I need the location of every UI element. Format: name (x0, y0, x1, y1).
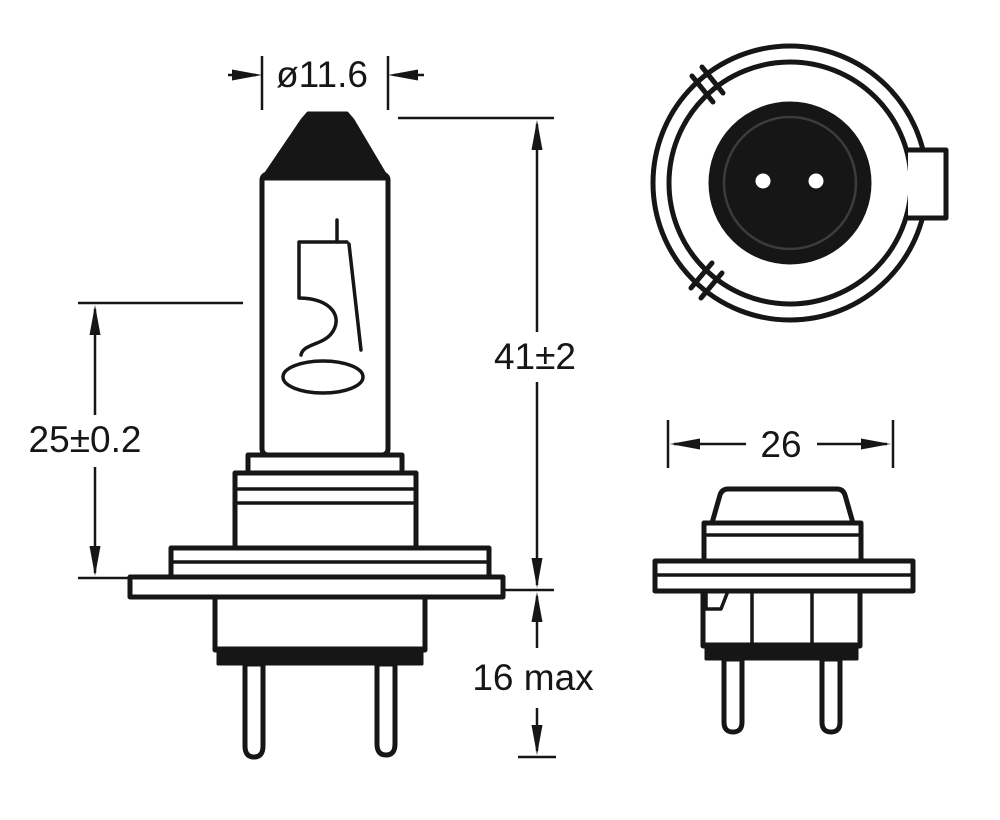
arrowhead-up-icon (531, 120, 543, 150)
dim-height: 41±2 (398, 116, 576, 592)
arrowhead-right-icon (232, 69, 262, 81)
pin-contact-right (808, 173, 824, 189)
filament-assembly (281, 218, 365, 395)
dim-width: 26 (666, 420, 895, 468)
keying-tab (905, 147, 949, 221)
base-seal-band (704, 642, 859, 661)
front-view (650, 43, 949, 323)
arrowhead-left-icon (388, 69, 418, 81)
pin-right (374, 661, 398, 758)
connector-face (708, 101, 872, 265)
notch-lower (688, 260, 715, 291)
keying-lug (704, 589, 730, 611)
notch-upper (689, 73, 716, 105)
connector-inner-detail (722, 115, 858, 251)
dim-diameter: ø11.6 (228, 54, 424, 110)
arrowhead-down-icon (531, 725, 543, 755)
base-seal-band (216, 646, 424, 666)
bulb-tip (260, 111, 390, 181)
base-profile-view (652, 486, 916, 735)
lead-frame (297, 240, 349, 357)
dim-height-label: 41±2 (494, 336, 576, 377)
dim-width-label: 26 (760, 424, 801, 465)
arrowhead-right-icon (861, 438, 891, 450)
base-cap (709, 486, 856, 526)
dim-base-depth-label: 16 max (472, 657, 594, 698)
pin-contact-left (755, 173, 771, 189)
base-housing (212, 594, 428, 653)
filament-coil (281, 359, 365, 395)
pin-left (721, 656, 745, 735)
pin-left (242, 661, 266, 760)
notch-upper (699, 64, 726, 96)
arrowhead-down-icon (531, 558, 543, 588)
side-view (127, 111, 506, 760)
dim-base-depth: 16 max (472, 592, 594, 759)
arrowhead-up-icon (531, 592, 543, 622)
dim-length: 25±0.2 (29, 301, 243, 580)
support-wire (347, 242, 363, 352)
arrowhead-up-icon (89, 305, 101, 335)
flange-lip (127, 574, 506, 600)
dim-length-label: 25±0.2 (29, 419, 142, 460)
arrowhead-down-icon (89, 546, 101, 576)
dim-diameter-label: ø11.6 (276, 54, 368, 95)
arrowhead-left-icon (670, 438, 700, 450)
base-ribbed-section (232, 470, 419, 551)
base-body (701, 520, 864, 564)
base-collar (245, 452, 405, 476)
glass-envelope (259, 171, 391, 458)
pin-right (819, 656, 843, 735)
notch-lower (698, 270, 725, 301)
